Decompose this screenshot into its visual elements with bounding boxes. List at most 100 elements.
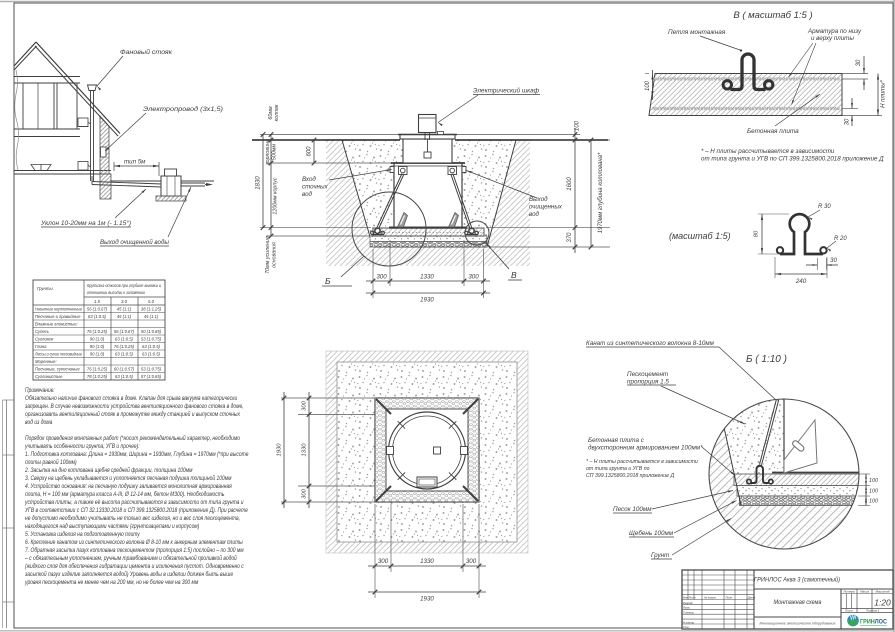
svg-text:УГВ в соответствии с СП 32.133: УГВ в соответствии с СП 32.13330.2018 и …	[24, 508, 248, 515]
svg-text:(жидкого слоя для обеспечения: (жидкого слоя для обеспечения гидратации…	[25, 564, 244, 571]
svg-text:ГРИНЛОС Аква 3 (самотечный): ГРИНЛОС Аква 3 (самотечный)	[754, 576, 840, 584]
svg-text:R 20: R 20	[834, 236, 847, 242]
svg-text:Насыпные неуплотненные: Насыпные неуплотненные	[35, 306, 83, 311]
svg-text:Песчаные и гравийные: Песчаные и гравийные	[35, 314, 81, 319]
svg-text:45 (1:1): 45 (1:1)	[117, 314, 132, 319]
svg-text:Разраб.: Разраб.	[683, 601, 693, 605]
svg-text:Пров.: Пров.	[683, 606, 691, 610]
svg-text:Лист: Лист	[688, 595, 697, 599]
svg-text:плита, Н = 100 мм (арматура кл: плита, Н = 100 мм (арматура класса А-III…	[25, 492, 225, 499]
svg-text:56 (1:0.67): 56 (1:0.67)	[87, 306, 108, 311]
svg-text:Выход очищенной воды: Выход очищенной воды	[100, 238, 169, 246]
svg-text:500мм: 500мм	[272, 144, 278, 160]
svg-text:тип 5м: тип 5м	[124, 159, 146, 166]
svg-text:Бетонная плита: Бетонная плита	[747, 128, 799, 135]
svg-text:Уклон 10-20мм на 1м (- 1.15°): Уклон 10-20мм на 1м (- 1.15°)	[40, 219, 131, 227]
svg-text:Канат из синтетического волокн: Канат из синтетического волокна 8-10мм	[586, 340, 715, 347]
svg-text:Н плиты*: Н плиты*	[881, 79, 887, 107]
svg-text:3.0: 3.0	[121, 299, 128, 304]
svg-text:запрещен. В случае невозможнос: запрещен. В случае невозможности устройс…	[24, 403, 243, 411]
svg-text:вод: вод	[302, 191, 313, 198]
svg-text:63 (1:0.5): 63 (1:0.5)	[115, 351, 134, 356]
svg-text:№ докум.: № докум.	[704, 595, 717, 599]
svg-text:100: 100	[575, 120, 581, 131]
svg-text:Обязательно наличие фанового с: Обязательно наличие фанового стояка в до…	[25, 396, 237, 403]
svg-text:53 (1:0.75): 53 (1:0.75)	[141, 336, 162, 341]
svg-text:Грунты: Грунты	[37, 286, 53, 291]
svg-text:1830: 1830	[256, 176, 262, 190]
svg-text:Б: Б	[325, 276, 331, 286]
svg-text:Листов 1: Листов 1	[865, 609, 880, 613]
svg-text:Глина: Глина	[35, 344, 47, 349]
svg-text:основания: основания	[272, 242, 278, 268]
svg-text:76 (1:0.25): 76 (1:0.25)	[114, 344, 135, 349]
svg-text:300: 300	[466, 558, 477, 565]
svg-text:Песчаные, супесчаные: Песчаные, супесчаные	[35, 366, 80, 371]
svg-text:300: 300	[468, 274, 479, 281]
svg-text:вод: вод	[529, 211, 540, 218]
svg-text:63 (1:0.5): 63 (1:0.5)	[88, 314, 107, 319]
svg-text:63 (1:0.5): 63 (1:0.5)	[142, 351, 161, 356]
svg-text:* – Н плиты рассчитывается в з: * – Н плиты рассчитывается в зависимости	[586, 459, 698, 465]
svg-text:Лессы и сухие лессовидные: Лессы и сухие лессовидные	[34, 351, 82, 356]
svg-text:1:20: 1:20	[874, 598, 891, 608]
svg-text:Крутизна откосов при глубине в: Крутизна откосов при глубине выемки и	[87, 283, 162, 288]
svg-text:45 (1:1): 45 (1:1)	[144, 314, 159, 319]
svg-text:пропорция 1.5: пропорция 1.5	[627, 379, 669, 386]
svg-text:не допустимо необходимо учиты: не допустимо необходимо учитывать не тол…	[25, 516, 240, 523]
svg-text:1970мм глубина котлована*: 1970мм глубина котлована*	[598, 152, 604, 233]
svg-text:1.5: 1.5	[94, 299, 101, 304]
svg-text:30: 30	[845, 118, 851, 125]
svg-text:Влажные глинистые:: Влажные глинистые:	[35, 321, 78, 326]
svg-text:38 (1:1.25): 38 (1:1.25)	[141, 306, 162, 311]
svg-text:100: 100	[645, 80, 651, 91]
svg-text:засыпкой пазух изделие заполня: засыпкой пазух изделие заполняется водой…	[24, 571, 233, 579]
svg-text:100: 100	[869, 489, 878, 495]
svg-text:Инновационное экологическое об: Инновационное экологическое оборудование	[760, 622, 836, 626]
svg-text:57 (1:0.65): 57 (1:0.65)	[141, 374, 162, 379]
svg-text:300: 300	[378, 558, 389, 565]
svg-text:от типа грунта и УГВ по СП 399: от типа грунта и УГВ по СП 399.1325800.2…	[701, 156, 884, 163]
svg-text:30: 30	[830, 257, 837, 264]
svg-text:Петля монтажная: Петля монтажная	[668, 29, 726, 36]
svg-text:Литера: Литера	[842, 589, 855, 593]
svg-text:устройства плиты, а также её в: устройства плиты, а также её высота расс…	[24, 499, 243, 507]
svg-text:Порядок проведения монтажных р: Порядок проведения монтажных работ (*нос…	[25, 435, 240, 443]
svg-text:Электропровод (3х1,5): Электропровод (3х1,5)	[143, 105, 223, 113]
svg-text:53 (1:0.75): 53 (1:0.75)	[141, 366, 162, 371]
svg-text:двухсторонним армированием 100: двухсторонним армированием 100мм*	[588, 444, 703, 452]
svg-text:45 (1:1): 45 (1:1)	[117, 306, 132, 311]
svg-text:Монтажная схема: Монтажная схема	[774, 599, 822, 606]
svg-text:1600: 1600	[567, 177, 573, 191]
svg-text:70мм усиление: 70мм усиление	[265, 236, 271, 274]
svg-text:3. Сверху на щебень укладывает: 3. Сверху на щебень укладывается и уплот…	[25, 475, 232, 483]
svg-text:Н.контр.: Н.контр.	[683, 620, 695, 624]
svg-text:76 (1:0.25): 76 (1:0.25)	[87, 329, 108, 334]
svg-text:7. Обратная засыпка пазух котл: 7. Обратная засыпка пазух котлована песк…	[25, 547, 244, 555]
svg-text:90 (1:0): 90 (1:0)	[90, 336, 105, 341]
svg-text:В: В	[511, 270, 517, 280]
svg-text:(масштаб 1:5): (масштаб 1:5)	[669, 231, 731, 241]
svg-text:1930: 1930	[420, 297, 434, 304]
svg-text:сточных: сточных	[302, 184, 329, 191]
svg-text:78 (1:0.25): 78 (1:0.25)	[87, 374, 108, 379]
svg-text:Пескоцемент: Пескоцемент	[627, 371, 668, 378]
svg-text:Суглинок: Суглинок	[35, 336, 54, 341]
svg-text:Арматура по низу: Арматура по низу	[807, 28, 862, 35]
svg-text:100: 100	[869, 499, 878, 505]
svg-text:1. Подготовка котлована: Длина: 1. Подготовка котлована: Длина = 1930мм,…	[25, 452, 248, 459]
svg-text:240: 240	[795, 278, 807, 285]
svg-text:СП 399.1325800.2018 приложение: СП 399.1325800.2018 приложение Д	[586, 473, 675, 479]
svg-text:плиты равной 100мм): плиты равной 100мм)	[25, 459, 77, 467]
svg-text:1330: 1330	[420, 558, 434, 565]
svg-text:– с обязательным уплотнением,: – с обязательным уплотнением, ручным тра…	[24, 555, 237, 563]
svg-text:ГРИНЛОС: ГРИНЛОС	[860, 619, 888, 625]
svg-text:63 (1:0.5): 63 (1:0.5)	[115, 374, 134, 379]
svg-text:60 (1:0.57): 60 (1:0.57)	[114, 366, 135, 371]
svg-text:60мм: 60мм	[268, 106, 274, 120]
svg-text:Б ( 1:10 ): Б ( 1:10 )	[746, 354, 787, 365]
svg-text:Моренные:: Моренные:	[35, 359, 57, 364]
svg-text:горловина: горловина	[265, 139, 271, 165]
svg-text:и верху плиты: и верху плиты	[811, 35, 854, 42]
svg-text:90 (1:0): 90 (1:0)	[90, 351, 105, 356]
